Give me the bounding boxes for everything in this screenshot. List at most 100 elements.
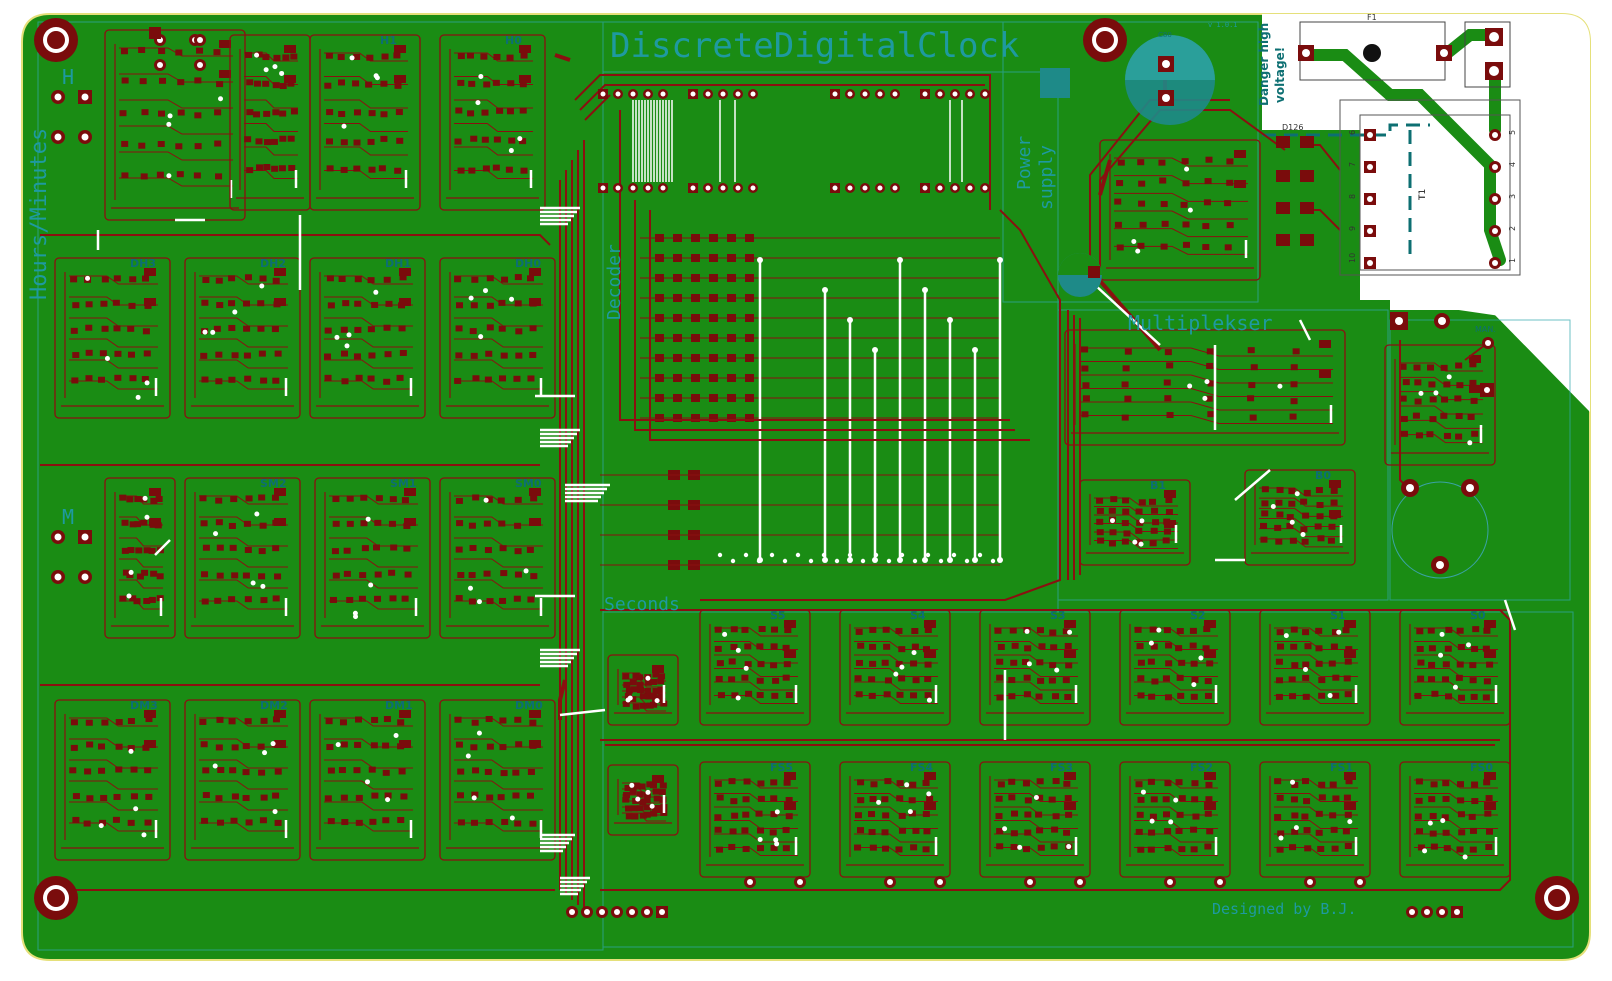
module-b1-label: B1 bbox=[1150, 479, 1166, 492]
section-decoder: Decoder bbox=[604, 244, 625, 320]
bottom-connectors bbox=[149, 27, 1463, 918]
module-s2-label: S2 bbox=[1190, 609, 1206, 622]
hour-switch-label: H bbox=[62, 65, 74, 89]
module-dh1: DH1 bbox=[309, 257, 426, 419]
module-dh3: DH3 bbox=[54, 257, 171, 419]
module-sm1: SM1 bbox=[314, 477, 431, 639]
manual-label: MAN. bbox=[1475, 325, 1496, 334]
module-fs2: FS2 bbox=[1119, 761, 1231, 878]
jumper-wires bbox=[96, 206, 1517, 896]
module-dm1-label: DM1 bbox=[385, 699, 413, 712]
module-sm2: SM2 bbox=[184, 477, 301, 639]
module-fs1: FS1 bbox=[1259, 761, 1371, 878]
t1-label: T1 bbox=[1418, 189, 1428, 201]
transformer-pin-label: 4 bbox=[1508, 162, 1517, 167]
module-dm0: DM0 bbox=[439, 699, 556, 861]
capacitor-small bbox=[1058, 253, 1102, 297]
minute-set-switch bbox=[51, 530, 92, 584]
module-fast-seconds-driver bbox=[607, 764, 679, 836]
module-fs5: FS5 bbox=[699, 761, 811, 878]
module-dm3: DM3 bbox=[54, 699, 171, 861]
module-fs3: FS3 bbox=[979, 761, 1091, 878]
section-power-1: Power bbox=[1014, 136, 1035, 190]
module-h0: H0 bbox=[439, 34, 546, 211]
manual-switch bbox=[1390, 312, 1494, 574]
module-b1: B1 bbox=[1079, 479, 1191, 566]
module-s5-label: S5 bbox=[770, 609, 786, 622]
module-dh2: DH2 bbox=[184, 257, 301, 419]
power-pad bbox=[1040, 68, 1070, 98]
c80-label: C80 bbox=[1158, 31, 1172, 39]
transformer-pin-label: 9 bbox=[1348, 226, 1357, 231]
module-fs2-label: FS2 bbox=[1190, 761, 1213, 774]
module-s0-label: S0 bbox=[1470, 609, 1486, 622]
module-fs0-label: FS0 bbox=[1470, 761, 1493, 774]
rectifier-d126: D126 bbox=[1276, 123, 1314, 246]
high-voltage-zone-lower bbox=[1390, 300, 1560, 316]
transformer-label: T1 bbox=[1418, 189, 1428, 201]
designer-credit: Designed by B.J. bbox=[1212, 900, 1357, 918]
module-b0: B0 bbox=[1244, 469, 1356, 566]
warning-line-1: Danger high bbox=[1257, 23, 1271, 106]
mains-connector bbox=[1464, 21, 1511, 88]
transformer-pin-label: 7 bbox=[1348, 162, 1357, 167]
section-outlines bbox=[37, 21, 1574, 951]
module-dh3-label: DH3 bbox=[130, 257, 156, 270]
module-hour-aux bbox=[229, 34, 311, 211]
section-power-2: supply bbox=[1036, 145, 1057, 210]
board-version: v 1.0.1 bbox=[1208, 21, 1238, 29]
module-dh1-label: DH1 bbox=[385, 257, 411, 270]
module-dm3-label: DM3 bbox=[130, 699, 158, 712]
module-minute-set bbox=[104, 477, 176, 639]
module-s4-label: S4 bbox=[910, 609, 926, 622]
module-dm1: DM1 bbox=[309, 699, 426, 861]
mounting-holes bbox=[34, 18, 1579, 920]
module-dm0-label: DM0 bbox=[515, 699, 543, 712]
hv-boundary bbox=[1262, 123, 1430, 137]
warning-line-2: voltage! bbox=[1273, 47, 1287, 103]
mounting-hole-bl bbox=[34, 876, 78, 920]
module-s2: S2 bbox=[1119, 609, 1231, 726]
module-s3-label: S3 bbox=[1050, 609, 1066, 622]
module-fs1-label: FS1 bbox=[1330, 761, 1353, 774]
mounting-hole-br bbox=[1535, 876, 1579, 920]
transformer-pin-label: 8 bbox=[1348, 194, 1357, 199]
module-s1: S1 bbox=[1259, 609, 1371, 726]
module-sm1-label: SM1 bbox=[390, 477, 417, 490]
module-h1-label: H1 bbox=[380, 34, 397, 47]
transformer-pin-label: 5 bbox=[1508, 130, 1517, 135]
module-sm0: SM0 bbox=[439, 477, 556, 639]
transformer-pin-label: 1 bbox=[1508, 258, 1517, 263]
module-dm2-label: DM2 bbox=[260, 699, 288, 712]
minute-switch-label: M bbox=[62, 505, 74, 529]
mounting-hole-tl bbox=[34, 18, 78, 62]
module-fs4: FS4 bbox=[839, 761, 951, 878]
module-b0-label: B0 bbox=[1315, 469, 1331, 482]
module-dh0-label: DH0 bbox=[515, 257, 541, 270]
section-seconds: Seconds bbox=[604, 594, 680, 615]
transformer-pin-label: 2 bbox=[1508, 226, 1517, 231]
hour-set-switch bbox=[51, 90, 92, 144]
module-fs3-label: FS3 bbox=[1050, 761, 1073, 774]
module-power-regulator bbox=[1099, 139, 1261, 281]
module-fs0: FS0 bbox=[1399, 761, 1511, 878]
fuse-label: F1 bbox=[1367, 13, 1377, 22]
module-s4: S4 bbox=[839, 609, 951, 726]
danger-warning: Danger high voltage! bbox=[1257, 23, 1287, 106]
transformer-pin-label: 3 bbox=[1508, 194, 1517, 199]
module-fs5-label: FS5 bbox=[770, 761, 793, 774]
module-s5: S5 bbox=[699, 609, 811, 726]
buzzer-outline bbox=[1391, 481, 1489, 579]
d126-label: D126 bbox=[1282, 123, 1303, 132]
mounting-hole-tr bbox=[1083, 18, 1127, 62]
module-s1-label: S1 bbox=[1330, 609, 1346, 622]
module-s3: S3 bbox=[979, 609, 1091, 726]
module-h0-label: H0 bbox=[505, 34, 522, 47]
section-hours-minutes: Hours/Minutes bbox=[27, 128, 52, 300]
decoder-headers bbox=[598, 89, 990, 193]
module-seconds-driver bbox=[607, 654, 679, 726]
module-dh0: DH0 bbox=[439, 257, 556, 419]
bus-traces bbox=[40, 74, 1511, 910]
